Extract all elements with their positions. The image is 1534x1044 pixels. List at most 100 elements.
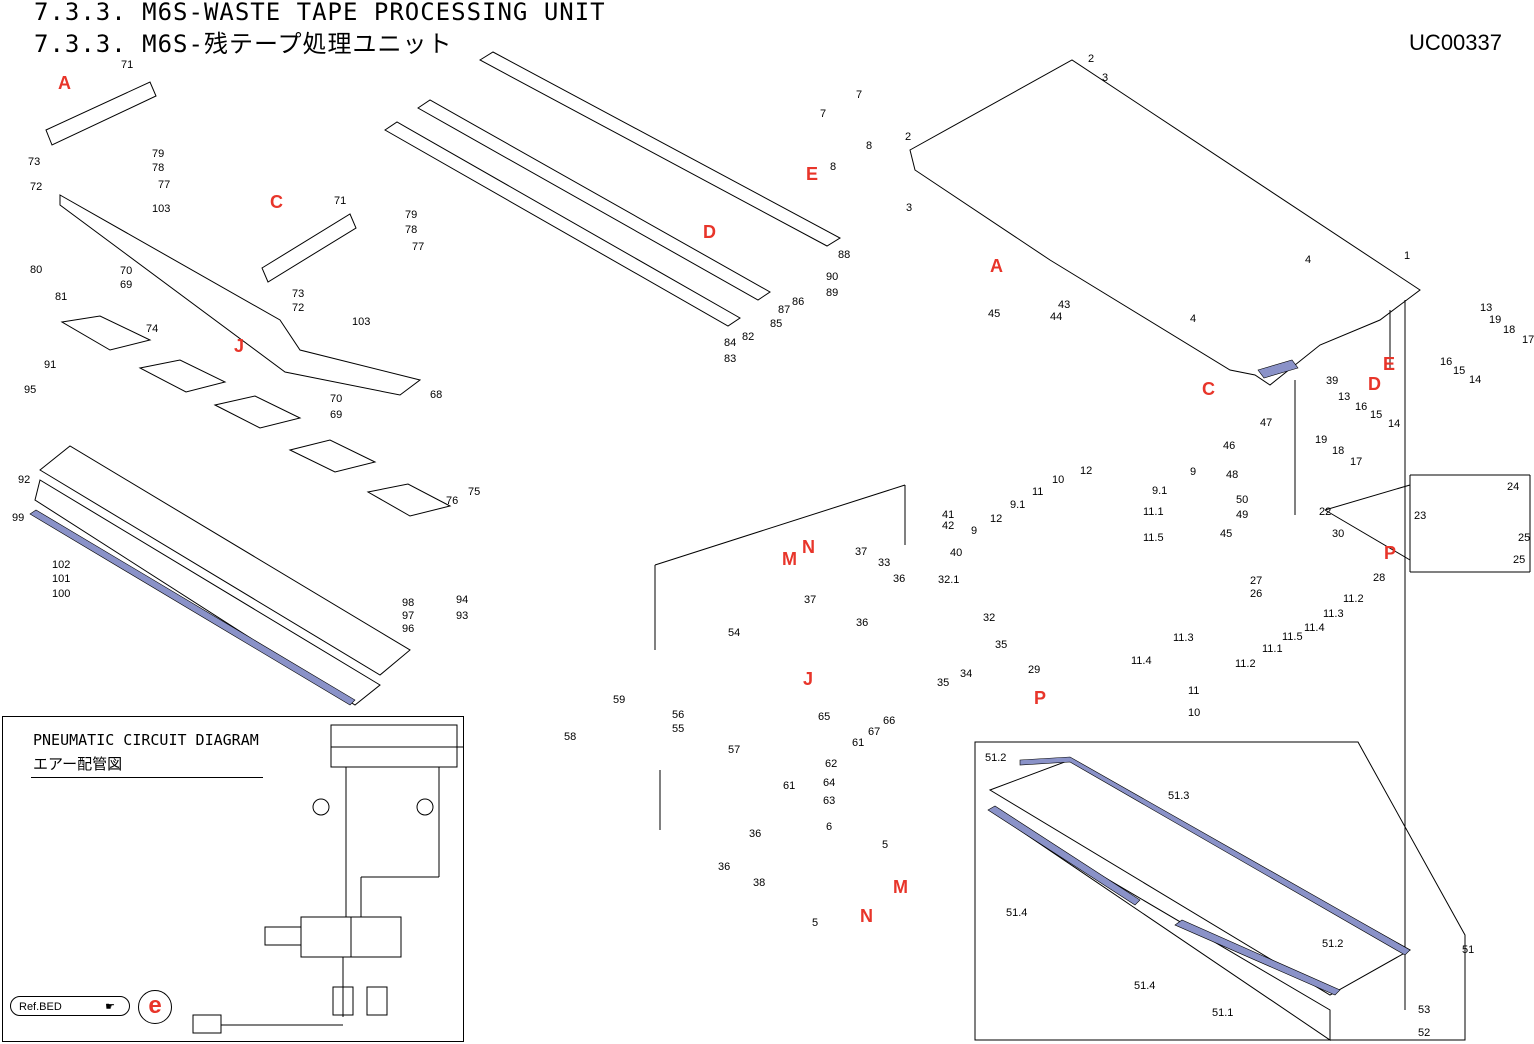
part-label: 47 [1260, 417, 1272, 429]
part-label: 95 [24, 384, 36, 396]
part-label: 86 [792, 296, 804, 308]
part-label: 30 [1332, 528, 1344, 540]
part-label: 78 [152, 162, 164, 174]
part-label: 62 [825, 758, 837, 770]
part-label: 50 [1236, 494, 1248, 506]
pointing-hand-icon: ☛ [105, 1001, 115, 1013]
part-label: 67 [868, 726, 880, 738]
part-label: 54 [728, 627, 740, 639]
part-label: 7 [820, 108, 826, 120]
part-label: 59 [613, 694, 625, 706]
title-jp: 7.3.3. M6S-残テープ処理ユニット [34, 30, 453, 58]
part-label: 100 [52, 588, 70, 600]
part-label: 61 [852, 737, 864, 749]
part-label: 14 [1388, 418, 1400, 430]
part-label: 103 [152, 203, 170, 215]
part-label: 18 [1503, 324, 1515, 336]
part-label: 45 [988, 308, 1000, 320]
part-label: 48 [1226, 469, 1238, 481]
part-label: 33 [878, 557, 890, 569]
part-label: 102 [52, 559, 70, 571]
title-underline [31, 777, 263, 778]
part-label: 66 [883, 715, 895, 727]
part-label: 74 [146, 323, 158, 335]
part-label: 96 [402, 623, 414, 635]
pneumatic-title-en: PNEUMATIC CIRCUIT DIAGRAM [33, 731, 259, 749]
part-label: 83 [724, 353, 736, 365]
part-label: 51.3 [1168, 790, 1189, 802]
part-label: 68 [430, 389, 442, 401]
part-label: 61 [783, 780, 795, 792]
part-label: 78 [405, 224, 417, 236]
part-label: 99 [12, 512, 24, 524]
part-label: 32.1 [938, 574, 959, 586]
part-label: 12 [990, 513, 1002, 525]
part-label: 27 [1250, 575, 1262, 587]
part-label: 46 [1223, 440, 1235, 452]
part-label: 13 [1338, 391, 1350, 403]
part-label: 57 [728, 744, 740, 756]
ref-letter-m: M [782, 549, 797, 569]
part-label: 75 [468, 486, 480, 498]
part-label: 36 [749, 828, 761, 840]
part-label: 72 [292, 302, 304, 314]
part-label: 2 [1088, 53, 1094, 65]
part-label: 40 [950, 547, 962, 559]
part-label: 9.1 [1152, 485, 1167, 497]
part-label: 14 [1469, 374, 1481, 386]
part-label: 79 [405, 209, 417, 221]
part-label: 63 [823, 795, 835, 807]
part-label: 72 [30, 181, 42, 193]
part-label: 52 [1418, 1027, 1430, 1039]
part-label: 15 [1370, 409, 1382, 421]
ref-letter-a: A [58, 73, 71, 93]
ref-letter-n-mid: N [860, 906, 873, 926]
part-label: 51.4 [1134, 980, 1155, 992]
ref-bed-button[interactable]: Ref.BED ☛ [10, 996, 130, 1016]
part-label: 73 [28, 156, 40, 168]
part-label: 58 [564, 731, 576, 743]
ref-letter-c: C [270, 192, 283, 212]
part-label: 11.1 [1143, 506, 1164, 518]
part-label: 44 [1050, 311, 1062, 323]
part-label: 94 [456, 594, 468, 606]
part-label: 39 [1326, 375, 1338, 387]
part-label: 17 [1522, 334, 1534, 346]
part-label: 17 [1350, 456, 1362, 468]
ref-letter-e-right: E [1383, 354, 1395, 374]
part-label: 16 [1440, 356, 1452, 368]
part-label: 10 [1188, 707, 1200, 719]
part-label: 11.4 [1304, 622, 1325, 634]
part-label: 71 [334, 195, 346, 207]
pneumatic-title-jp: エアー配管図 [33, 755, 123, 773]
part-label: 35 [995, 639, 1007, 651]
part-label: 37 [855, 546, 867, 558]
part-label: 25 [1518, 532, 1530, 544]
part-label: 28 [1373, 572, 1385, 584]
part-label: 11.3 [1173, 632, 1194, 644]
part-label: 89 [826, 287, 838, 299]
part-label: 51.2 [1322, 938, 1343, 950]
part-label: 76 [446, 495, 458, 507]
pneumatic-circuit-diagram [192, 724, 463, 1034]
part-label: 56 [672, 709, 684, 721]
part-label: 11.5 [1143, 532, 1164, 544]
part-label: 4 [1190, 313, 1196, 325]
part-label: 98 [402, 597, 414, 609]
part-label: 51.4 [1006, 907, 1027, 919]
part-label: 93 [456, 610, 468, 622]
part-label: 3 [906, 202, 912, 214]
part-label: 36 [856, 617, 868, 629]
part-label: 25 [1513, 554, 1525, 566]
part-label: 85 [770, 318, 782, 330]
ref-letter-p-mid: P [1034, 688, 1046, 708]
part-label: 43 [1058, 299, 1070, 311]
part-label: 41 [942, 509, 954, 521]
ref-letter-d-right: D [1368, 374, 1381, 394]
part-label: 84 [724, 337, 736, 349]
title-en: 7.3.3. M6S-WASTE TAPE PROCESSING UNIT [34, 0, 606, 26]
part-label: 19 [1315, 434, 1327, 446]
part-label: 91 [44, 359, 56, 371]
part-label: 5 [812, 917, 818, 929]
part-label: 13 [1480, 302, 1492, 314]
